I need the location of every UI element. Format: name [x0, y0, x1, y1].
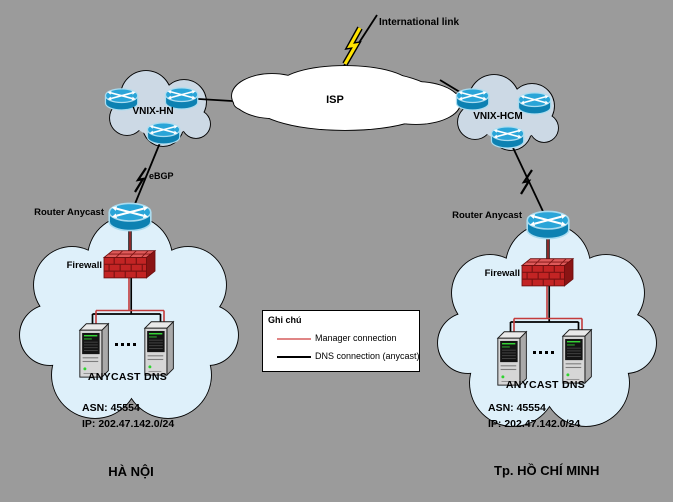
server-icon-hanoi-2 — [144, 321, 175, 376]
vnix-hcm-label: VNIX-HCM — [473, 111, 523, 122]
link-break-icon — [520, 169, 533, 195]
router-icon-vnixhcm-1 — [455, 88, 490, 111]
ebgp-label: eBGP — [149, 171, 174, 181]
dns-connection-label: DNS connection (anycast) — [315, 351, 420, 361]
city-label-hanoi: HÀ NỘI — [108, 464, 154, 479]
router-anycast-label-hcm: Router Anycast — [452, 210, 522, 221]
firewall-label-hcm: Firewall — [484, 268, 520, 279]
router-icon-vnixhcm-3 — [490, 126, 525, 149]
anycast-dns-label-hanoi: ANYCAST DNS — [87, 371, 168, 383]
manager-connection-label: Manager connection — [315, 333, 397, 343]
city-label-hcm: Tp. HỒ CHÍ MINH — [494, 463, 600, 478]
ip-label-hanoi: IP: 202.47.142.0/24 — [82, 418, 175, 430]
router-icon-vnixhn-3 — [146, 122, 181, 145]
manager-connection-line-sample — [277, 338, 311, 340]
firewall-server-links — [91, 278, 583, 338]
isp-label: ISP — [326, 94, 344, 106]
dns-connection-line-sample — [277, 356, 311, 358]
link-break-icon — [134, 167, 147, 193]
ip-label-hcm: IP: 202.47.142.0/24 — [488, 418, 581, 430]
lightning-bolt-icon — [342, 26, 363, 66]
server-icon-hanoi-1 — [79, 323, 110, 378]
international-link-label: International link — [379, 17, 460, 28]
router-anycast-label-hanoi: Router Anycast — [34, 207, 104, 218]
legend: Ghi chú Manager connection DNS connectio… — [262, 310, 420, 372]
vnix-hn-label: VNIX-HN — [132, 106, 174, 117]
ellipsis-dots-hanoi — [115, 343, 136, 346]
ebgp-link-hcm — [507, 136, 549, 223]
anycast-dns-label-hcm: ANYCAST DNS — [505, 379, 586, 391]
ebgp-link-hanoi — [129, 132, 165, 217]
legend-title: Ghi chú — [268, 315, 302, 325]
asn-label-hcm: ASN: 45554 — [488, 402, 546, 414]
firewall-icon-hanoi — [103, 250, 156, 279]
server-icon-hcm-2 — [562, 329, 593, 384]
router-anycast-icon-hcm — [526, 210, 570, 240]
router-anycast-icon-hanoi — [108, 202, 152, 232]
firewall-icon-hcm — [521, 258, 574, 287]
ellipsis-dots-hcm — [533, 351, 554, 354]
asn-label-hanoi: ASN: 45554 — [82, 402, 140, 414]
server-icon-hcm-1 — [497, 331, 528, 386]
firewall-label-hanoi: Firewall — [66, 260, 102, 271]
